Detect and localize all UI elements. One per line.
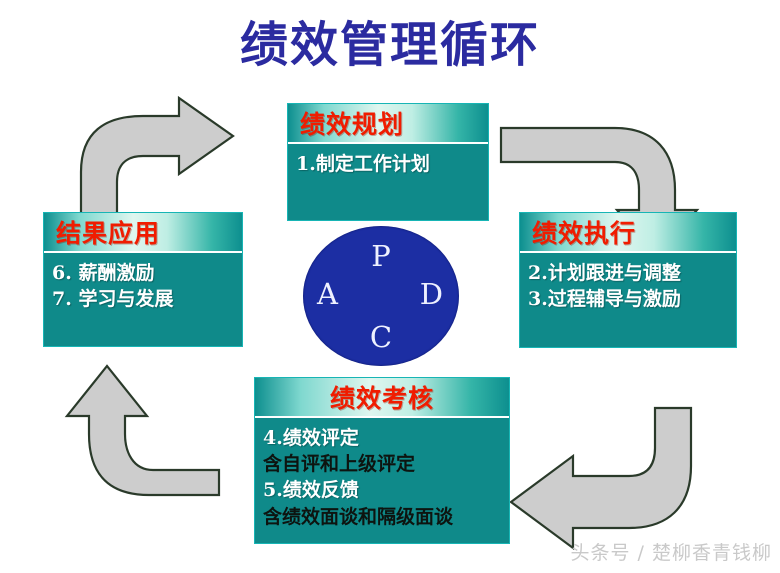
node-execute-line-2: 3.过程辅导与激励 <box>528 288 681 311</box>
node-result-header: 结果应用 <box>44 213 242 253</box>
node-result-body: 6. 薪酬激励 7. 学习与发展 <box>44 253 242 318</box>
node-appraise-line-1: 4.绩效评定 <box>263 427 359 449</box>
node-performance-execution[interactable]: 绩效执行 2.计划跟进与调整 3.过程辅导与激励 <box>519 212 737 348</box>
node-result-application[interactable]: 结果应用 6. 薪酬激励 7. 学习与发展 <box>43 212 243 347</box>
node-plan-header: 绩效规划 <box>288 104 488 144</box>
node-execute-body: 2.计划跟进与调整 3.过程辅导与激励 <box>520 253 736 318</box>
node-performance-planning[interactable]: 绩效规划 1.制定工作计划 <box>287 103 489 221</box>
arrow-curve-up-right <box>79 95 235 230</box>
pdca-label-plan: P <box>371 239 391 273</box>
pdca-label-act: A <box>317 277 338 312</box>
watermark: 头条号 / 楚柳香青钱柳 <box>570 542 772 564</box>
node-plan-line-1: 1.制定工作计划 <box>296 153 430 175</box>
pdca-label-check: C <box>369 320 393 354</box>
pdca-circle: P D C A <box>303 226 459 366</box>
node-appraise-body: 4.绩效评定 含自评和上级评定 5.绩效反馈 含绩效面谈和隔级面谈 <box>255 418 509 536</box>
arrow-curve-down-left <box>509 406 693 551</box>
node-execute-line-1: 2.计划跟进与调整 <box>528 262 681 284</box>
pdca-label-do: D <box>419 277 443 312</box>
node-appraise-line-4: 含绩效面谈和隔级面谈 <box>263 505 454 528</box>
node-result-line-1: 6. 薪酬激励 <box>52 262 155 284</box>
node-appraise-header: 绩效考核 <box>255 378 509 418</box>
node-performance-appraisal[interactable]: 绩效考核 4.绩效评定 含自评和上级评定 5.绩效反馈 含绩效面谈和隔级面谈 <box>254 377 510 544</box>
node-appraise-line-3: 5.绩效反馈 <box>263 479 359 502</box>
node-plan-body: 1.制定工作计划 <box>288 144 488 183</box>
arrow-curve-left-up <box>64 364 221 497</box>
node-appraise-line-2: 含自评和上级评定 <box>263 453 416 476</box>
node-result-line-2: 7. 学习与发展 <box>52 288 174 311</box>
page-title: 绩效管理循环 <box>239 17 540 73</box>
node-execute-header: 绩效执行 <box>520 213 736 253</box>
